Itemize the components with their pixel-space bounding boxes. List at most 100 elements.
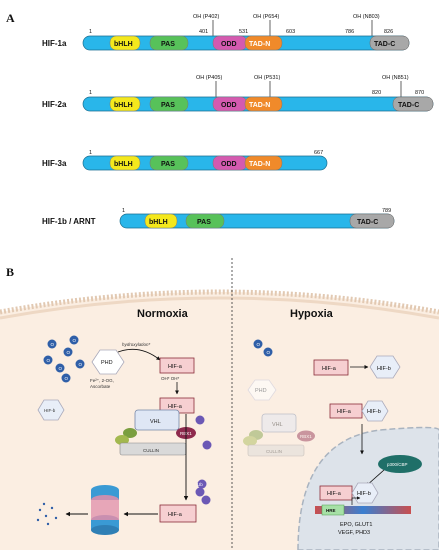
panel-a-letter: A xyxy=(6,11,15,25)
hif-a-bound-label: HIF-a xyxy=(168,404,183,410)
hif-2a-tadc-label: TAD-C xyxy=(398,102,419,109)
ubiquitin xyxy=(197,479,207,489)
hif-1a-pos-end: 826 xyxy=(384,29,393,35)
vhl-box xyxy=(134,409,180,431)
hif-a-stable-box xyxy=(313,359,349,376)
hif-dimer-b xyxy=(361,400,389,422)
vhl-complex-hypoxia: VHL CULLIN RBX1 xyxy=(243,413,315,457)
ubiquitin xyxy=(202,440,212,450)
oxygen-molecule xyxy=(69,335,79,345)
hif-a-ubiquitinated xyxy=(159,504,197,523)
hif-2a-row: HIF-2a 1 820 870 OH (P405) OH (P531) OH … xyxy=(42,75,434,112)
hif-2a-pas xyxy=(149,96,189,112)
dna-strand xyxy=(315,506,411,514)
hif-1b-pas-label: PAS xyxy=(197,219,211,226)
hydroxylation-arrow xyxy=(117,348,161,361)
hif-2a-oh-p405: OH (P405) xyxy=(196,75,222,81)
hif-1b-label: HIF-1b / ARNT xyxy=(42,217,96,226)
hif-1a-label: HIF-1a xyxy=(42,39,67,48)
cullin-inactive-label: CULLIN xyxy=(266,449,282,454)
hif-3a-pas-label: PAS xyxy=(161,161,175,168)
oxygen-label: O xyxy=(65,376,69,381)
oxygen-molecule xyxy=(253,339,263,349)
target-genes-line-1: EPO, GLUT1 xyxy=(340,522,372,528)
ubiquitin xyxy=(195,415,205,425)
oh-marks: OH* OH* xyxy=(161,376,180,381)
hif-a-stable-label: HIF-a xyxy=(322,366,337,372)
vhl-label: VHL xyxy=(150,419,161,425)
hif-1b-bhlh-label: bHLH xyxy=(149,219,168,226)
hif-2a-pos-start: 1 xyxy=(89,90,92,96)
hif-3a-bhlh xyxy=(109,155,141,171)
hif-1a-tadc xyxy=(369,35,410,51)
hif-3a-tadn-label: TAD-N xyxy=(249,161,270,168)
hif-1a-pos-start: 1 xyxy=(89,29,92,35)
hif-2a-pos-end: 870 xyxy=(415,90,424,96)
hif-2a-bhlh-label: bHLH xyxy=(114,102,133,109)
hif-b-hypoxia xyxy=(369,355,401,379)
hif-2a-tadn-label: TAD-N xyxy=(249,102,270,109)
elongin-c xyxy=(123,428,137,438)
hre-label: HRE xyxy=(326,508,336,513)
oxygen-label: O xyxy=(59,366,63,371)
hif-1b-pas xyxy=(185,213,225,229)
cell-membrane-inner xyxy=(0,296,439,320)
oxygen-label: O xyxy=(51,342,55,347)
p300-label: p300/CBP xyxy=(387,462,408,467)
cullin-label: CULLIN xyxy=(143,448,159,453)
hif-1b-row: HIF-1b / ARNT 1 789 bHLH PAS TAD-C xyxy=(42,208,395,229)
hif-1a-pos-531: 531 xyxy=(239,29,248,35)
proteasome-icon xyxy=(91,485,119,535)
hif-3a-pos-end: 667 xyxy=(314,150,323,156)
hif-dimer-a-label: HIF-a xyxy=(337,409,352,415)
hydroxylation-label: hydroxylation* xyxy=(122,342,151,347)
hif-2a-label: HIF-2a xyxy=(42,100,67,109)
panel-b-letter: B xyxy=(6,265,14,279)
hif-2a-oh-n851: OH (N851) xyxy=(382,75,409,81)
hif-a-label: HIF-a xyxy=(168,364,183,370)
normoxia-oxygen-cluster: O O O O O O O xyxy=(43,335,85,383)
p300-cbp xyxy=(378,455,422,473)
oxygen-molecule xyxy=(55,363,65,373)
hre-element xyxy=(321,504,345,516)
hif-b-normoxia-label: HIF-b xyxy=(44,408,56,413)
hif-2a-oh-p531: OH (P531) xyxy=(254,75,280,81)
hif-2a-pos-820: 820 xyxy=(372,90,381,96)
oxygen-label-hypoxia: O xyxy=(257,342,261,347)
hif-dimer-b-label: HIF-b xyxy=(367,409,381,415)
cofactors-line-2: Ascorbate xyxy=(90,384,111,389)
hif-1b-bhlh xyxy=(144,213,178,229)
phd-label: PHD xyxy=(101,360,113,366)
oxygen-label: O xyxy=(79,362,83,367)
ubiquitin xyxy=(195,487,205,497)
hif-1a-tadc-label: TAD-C xyxy=(374,41,395,48)
hif-1a-tadn-label: TAD-N xyxy=(249,41,270,48)
hif-3a-bhlh-label: bHLH xyxy=(114,161,133,168)
hif-1a-pos-401: 401 xyxy=(199,29,208,35)
hif-2a-tadn xyxy=(244,96,283,112)
hypoxia-title: Hypoxia xyxy=(290,308,334,320)
hif-1a-bhlh xyxy=(109,35,141,51)
hif-1a-odd-label: ODD xyxy=(221,41,237,48)
elongin-b xyxy=(115,435,129,445)
ubiquitin xyxy=(201,495,211,505)
hif-1b-tadc-label: TAD-C xyxy=(357,219,378,226)
ub-label: Ub xyxy=(197,482,203,487)
hif-3a-tadn xyxy=(244,155,283,171)
hif-2a-odd-label: ODD xyxy=(221,102,237,109)
cofactors-line-1: Fe²⁺, 2-OG, xyxy=(90,378,114,383)
hif-3a-pas xyxy=(149,155,189,171)
oxygen-label-hypoxia: O xyxy=(267,350,271,355)
hif-1a-tadn xyxy=(244,35,283,51)
oxygen-molecule xyxy=(75,359,85,369)
cell-membrane xyxy=(0,289,439,315)
oxygen-molecule xyxy=(61,373,71,383)
hif-3a-label: HIF-3a xyxy=(42,159,67,168)
hif-2a-pas-label: PAS xyxy=(161,102,175,109)
hif-1a-row: HIF-1a 1 401 531 603 786 826 OH (P402) O… xyxy=(42,14,410,51)
hif-1b-pos-start: 1 xyxy=(122,208,125,214)
phd-enzyme xyxy=(91,349,125,375)
hif-1a-pas xyxy=(149,35,189,51)
hif-2a-bhlh xyxy=(109,96,141,112)
